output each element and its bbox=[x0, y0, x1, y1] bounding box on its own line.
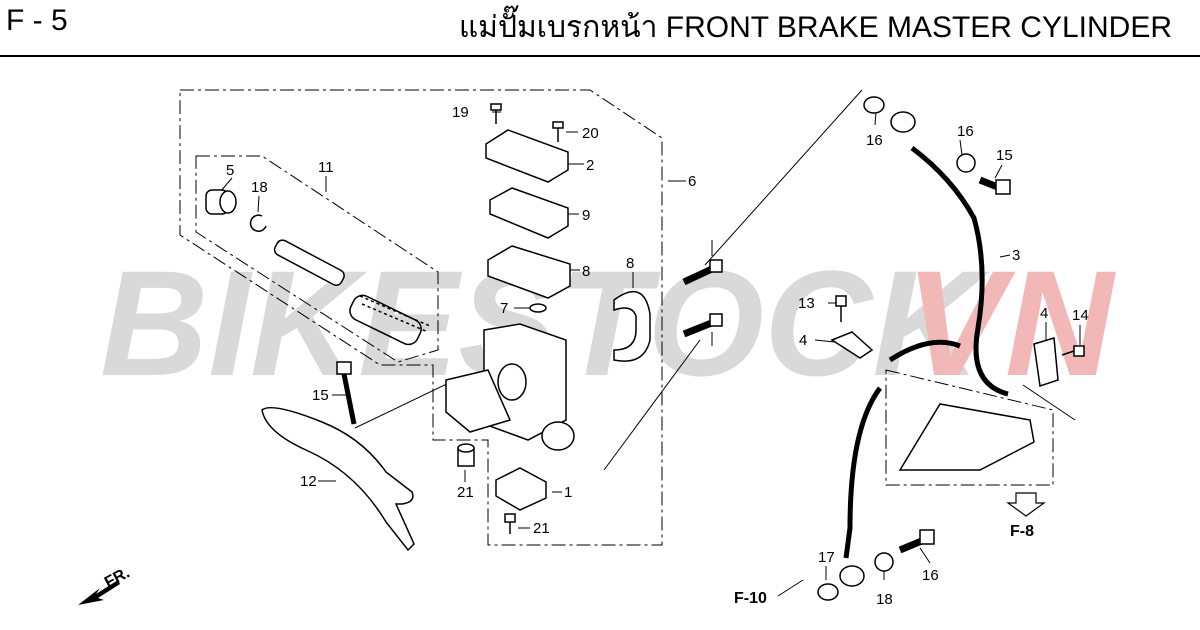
nut-20 bbox=[457, 443, 475, 467]
callout-14: 15 bbox=[312, 387, 329, 404]
callout-1: 1 bbox=[564, 484, 572, 501]
screws-18 bbox=[490, 103, 564, 142]
master-cylinder-body-6 bbox=[445, 323, 575, 451]
clamps-4 bbox=[830, 331, 1059, 387]
callout-8: 8 bbox=[626, 255, 634, 272]
watermark: BIKESTOCK VN bbox=[100, 239, 1116, 407]
ref-f8: F-8 bbox=[1010, 523, 1034, 540]
brake-switch-1 bbox=[495, 467, 547, 511]
ref-f10: F-10 bbox=[734, 590, 767, 607]
reservoir-cap-2 bbox=[485, 129, 569, 183]
pivot-bolt-14 bbox=[336, 361, 357, 425]
header-divider bbox=[0, 55, 1200, 57]
brake-lever-12 bbox=[261, 407, 415, 552]
washers-16 bbox=[817, 96, 976, 601]
brake-hose-lower bbox=[843, 386, 883, 559]
callout-7: 7 bbox=[500, 300, 508, 317]
watermark-accent: VN bbox=[905, 239, 1116, 407]
banjo-lower bbox=[839, 565, 865, 587]
callout-12: 12 bbox=[300, 473, 317, 490]
callout-11: 11 bbox=[318, 159, 334, 176]
front-arrow bbox=[78, 580, 120, 605]
callout-9: 8 bbox=[582, 263, 590, 280]
callout-20: 21 bbox=[457, 484, 474, 501]
callout-16-a: 16 bbox=[866, 132, 883, 149]
banjo-upper bbox=[890, 111, 916, 133]
reference-markers: F-8 F-10 FR. bbox=[78, 492, 1046, 607]
parts bbox=[205, 96, 1085, 601]
callout-17: 18 bbox=[251, 179, 268, 196]
callout-19: 21 bbox=[533, 520, 550, 537]
callout-13-a: 13 bbox=[798, 295, 815, 312]
assembly-outline-f8 bbox=[885, 369, 1054, 486]
callout-16-c: 17 bbox=[818, 549, 835, 566]
callout-18-b: 20 bbox=[582, 125, 599, 142]
holder-8 bbox=[613, 290, 651, 362]
bracket-f8 bbox=[898, 403, 1035, 471]
page-code: F - 5 bbox=[6, 4, 68, 37]
callout-16-b: 16 bbox=[957, 123, 974, 140]
bolts-13 bbox=[835, 295, 1085, 357]
callout-6: 6 bbox=[688, 173, 696, 190]
callout-16-d: 18 bbox=[876, 591, 893, 608]
callout-15-b: 16 bbox=[922, 567, 939, 584]
callout-13-b: 14 bbox=[1072, 307, 1089, 324]
part-7 bbox=[529, 303, 547, 313]
bolts-21 bbox=[682, 259, 723, 338]
bolts-15 bbox=[898, 176, 1011, 554]
callout-labels: 5 18 11 19 20 2 6 9 8 7 8 15 12 21 1 21 … bbox=[226, 104, 1089, 608]
boot-5 bbox=[205, 189, 237, 215]
piston-set-11 bbox=[273, 239, 431, 346]
page-title: แม่ปั๊มเบรกหน้า FRONT BRAKE MASTER CYLIN… bbox=[458, 11, 1172, 44]
callout-2: 2 bbox=[586, 157, 594, 174]
group-outlines bbox=[179, 89, 1054, 546]
callout-15-a: 15 bbox=[996, 147, 1013, 164]
diaphragm-9 bbox=[487, 245, 571, 299]
assembly-outline-6 bbox=[179, 89, 663, 546]
callout-18-a: 19 bbox=[452, 104, 469, 121]
plate-10 bbox=[489, 187, 569, 239]
screw-19 bbox=[504, 513, 516, 534]
callout-4-a: 4 bbox=[799, 332, 807, 349]
callout-3: 3 bbox=[1012, 247, 1020, 264]
callout-10: 9 bbox=[582, 207, 590, 224]
callout-4-b: 4 bbox=[1040, 305, 1048, 322]
brake-pipe bbox=[888, 339, 961, 363]
brake-hose-3 bbox=[910, 146, 1009, 397]
circlip-17 bbox=[249, 214, 267, 232]
assembly-outline-11 bbox=[195, 155, 439, 363]
callout-5: 5 bbox=[226, 162, 234, 179]
f8-arrow bbox=[1006, 492, 1046, 517]
